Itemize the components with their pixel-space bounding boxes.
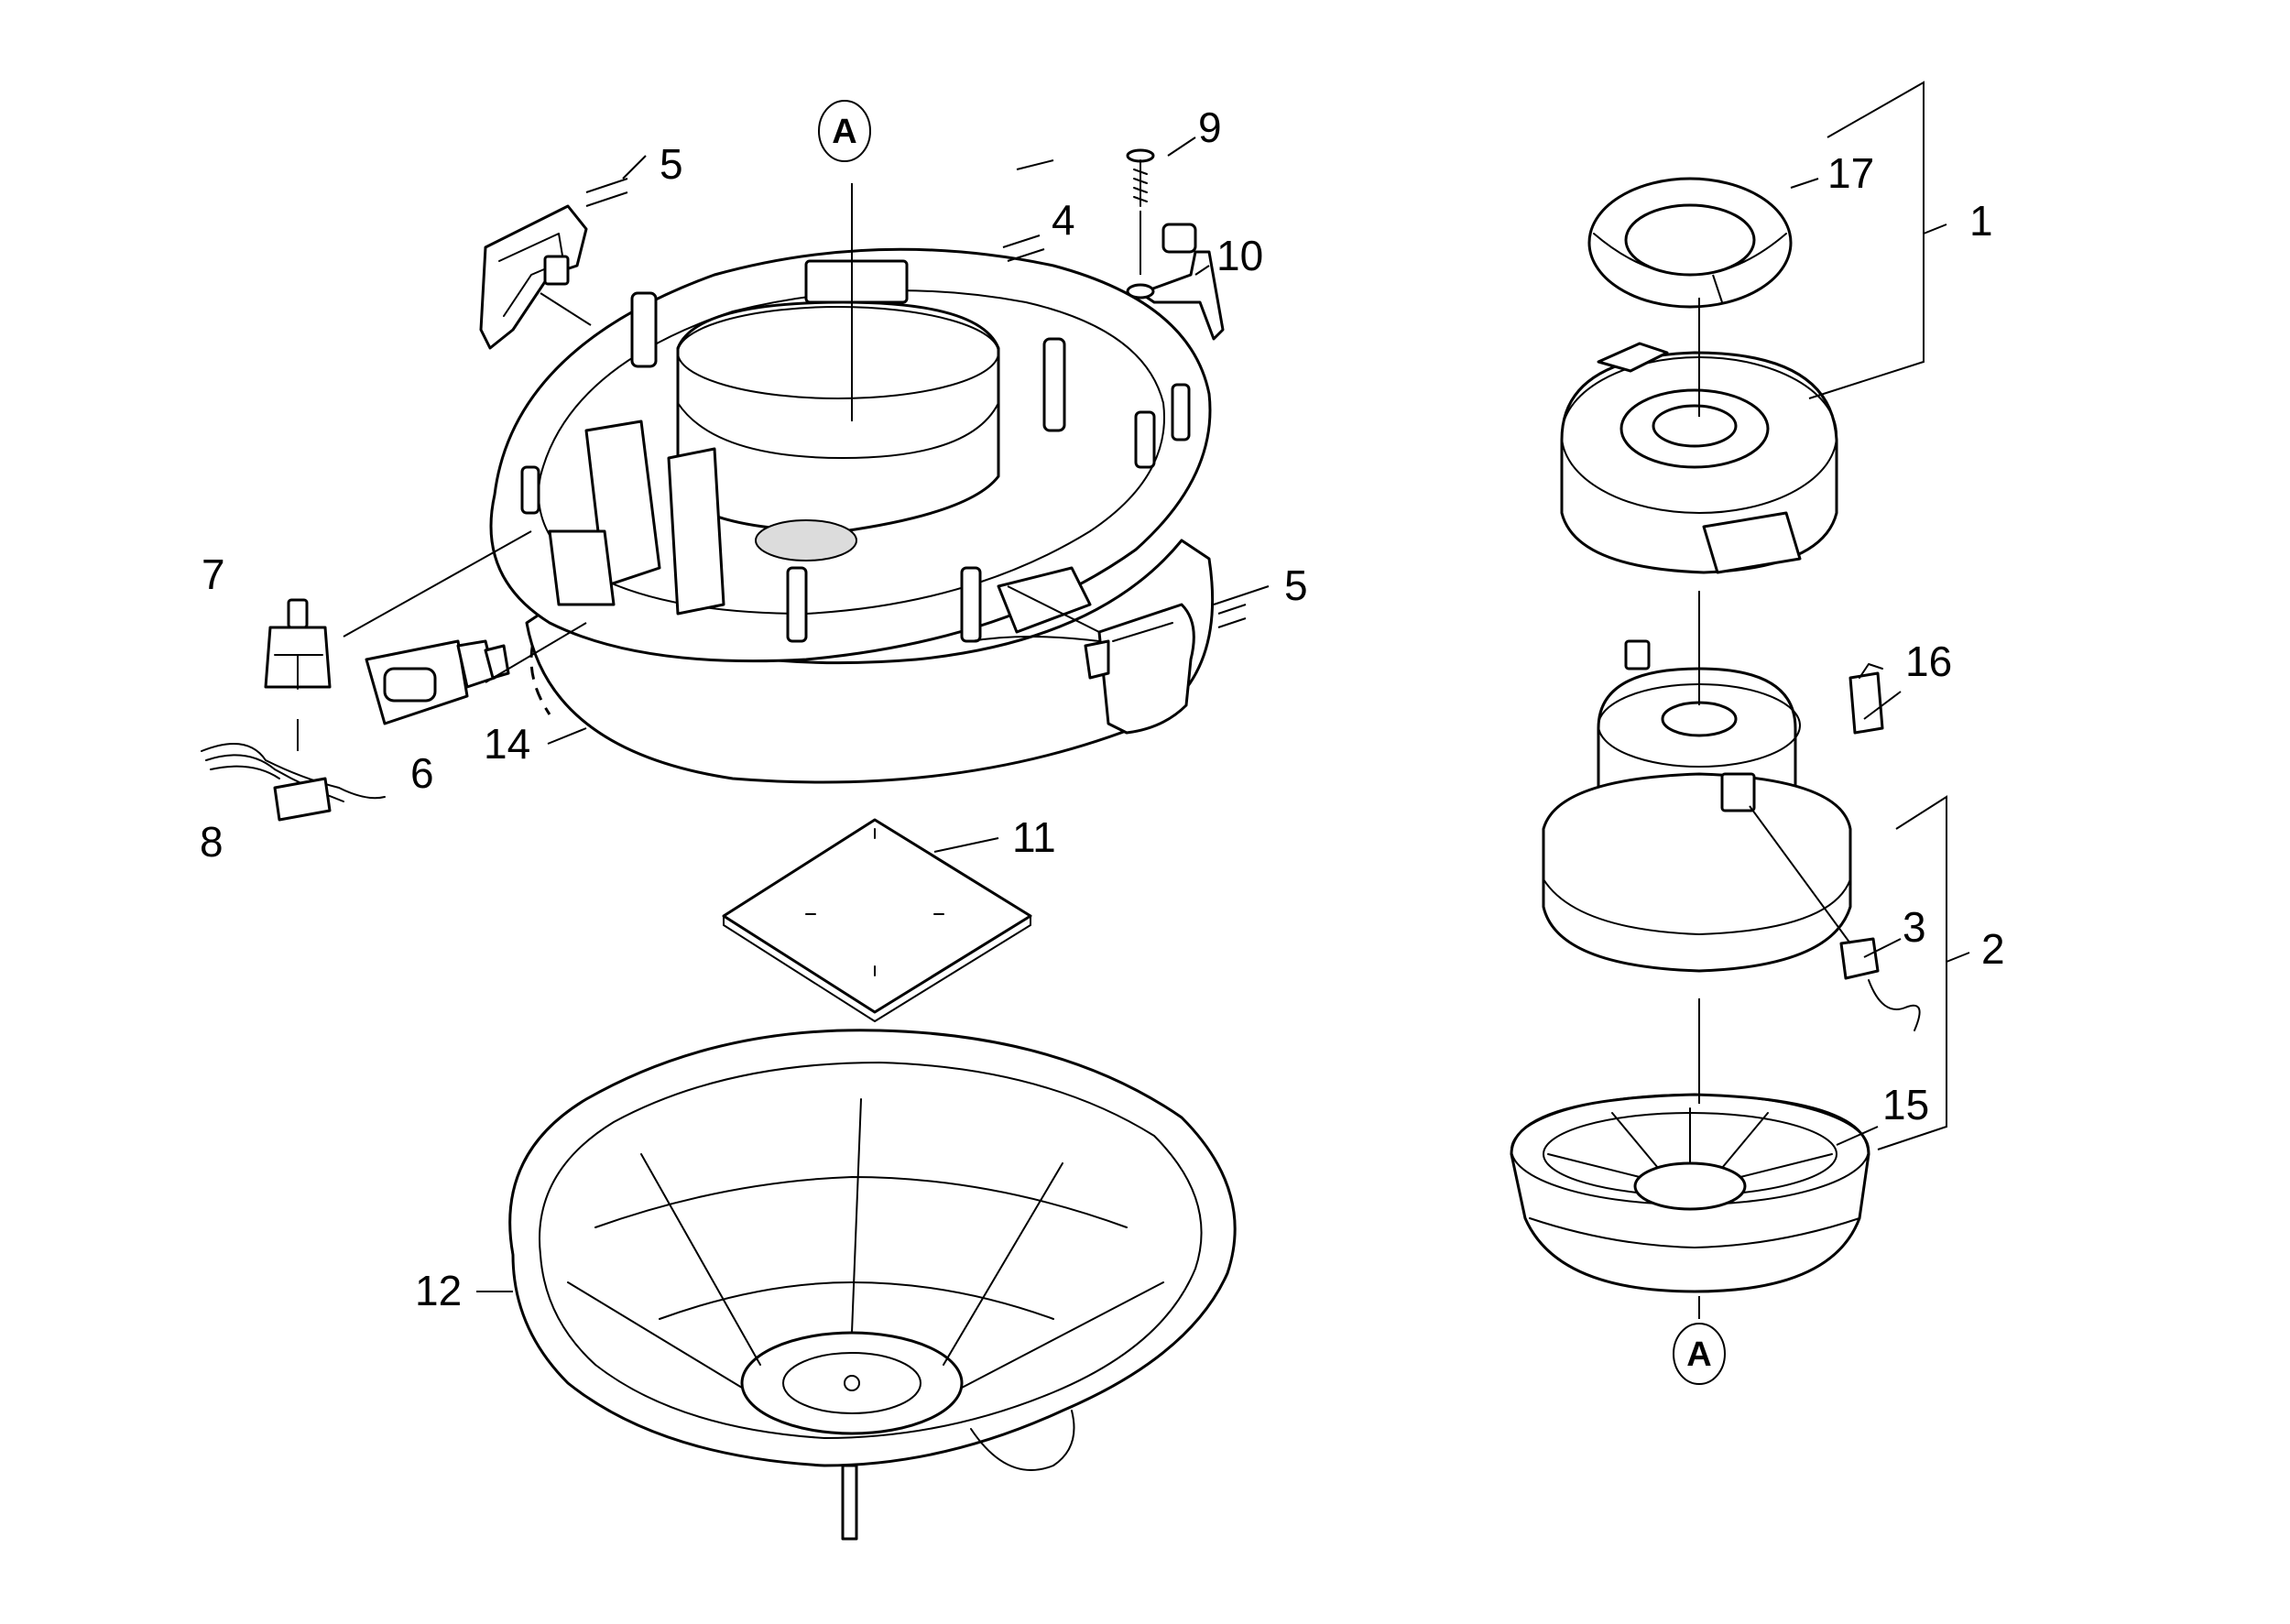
callout-16: 16 [1905, 638, 1952, 685]
callout-14: 14 [484, 720, 530, 768]
leader-lines [343, 136, 1902, 1319]
filter-basket [508, 1029, 1237, 1541]
callout-4: 4 [1052, 196, 1075, 244]
reference-marker-bottom-label: A [1686, 1335, 1711, 1374]
fan-cover [1510, 1093, 1870, 1293]
latch-clip-right [1084, 603, 1195, 735]
callout-3: 3 [1903, 903, 1926, 951]
power-socket [365, 639, 510, 725]
motor [1542, 639, 1852, 973]
cord-bracket [1126, 223, 1225, 341]
filter-pad [722, 818, 1032, 1022]
reference-marker-top: A [818, 100, 871, 162]
motor-cable [1749, 805, 1921, 1031]
callout-15: 15 [1882, 1081, 1929, 1128]
cable-connector [201, 719, 386, 822]
callout-5-top: 5 [660, 140, 683, 188]
callout-12: 12 [415, 1267, 462, 1314]
callout-2: 2 [1981, 925, 2005, 973]
callout-17: 17 [1827, 149, 1874, 197]
callout-7: 7 [202, 550, 225, 598]
callout-9: 9 [1198, 104, 1222, 151]
callout-6: 6 [410, 749, 434, 797]
motor-head-housing [489, 247, 1215, 784]
callout-11: 11 [1012, 813, 1056, 861]
reference-marker-top-label: A [832, 113, 856, 151]
callout-5-right: 5 [1284, 561, 1308, 609]
motor-clip [1848, 663, 1884, 735]
switch [264, 598, 332, 690]
gasket-ring [1587, 177, 1793, 309]
callout-8: 8 [200, 818, 224, 866]
callout-1: 1 [1969, 197, 1993, 245]
latch-clip-top [479, 204, 588, 350]
motor-cover [1560, 342, 1838, 574]
callout-labels: 1 2 3 4 5 5 6 7 8 9 10 11 12 14 15 16 17 [200, 104, 2005, 1314]
group-brackets [1808, 81, 1970, 1150]
reference-marker-bottom: A [1673, 1323, 1726, 1385]
screw [1126, 148, 1155, 275]
callout-10: 10 [1216, 232, 1263, 279]
